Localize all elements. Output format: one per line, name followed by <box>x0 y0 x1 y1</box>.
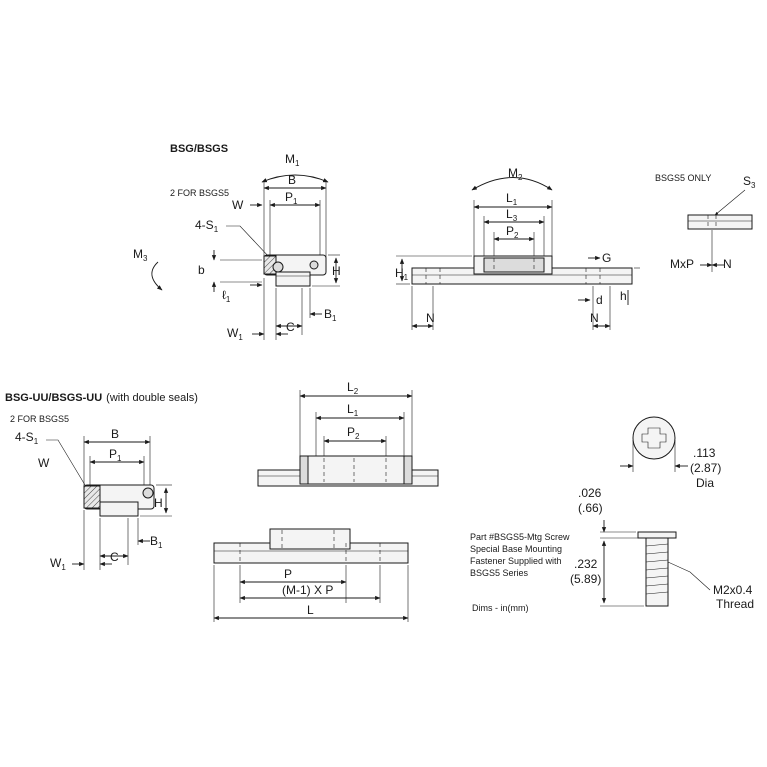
screw-part-line-3: Fastener Supplied with <box>470 556 562 566</box>
screw-len-in: .232 <box>574 557 598 571</box>
dim-b1-uu: B1 <box>150 534 163 550</box>
dim-b1: B1 <box>324 307 337 323</box>
dim-p: P <box>284 567 292 581</box>
screw-head-side <box>637 531 677 539</box>
dim-mxp: MxP <box>670 257 694 271</box>
dim-s3: S3 <box>743 174 756 190</box>
dim-p2: P2 <box>506 224 519 240</box>
screw-head-in: .026 <box>578 486 602 500</box>
dim-m1: M1 <box>285 152 300 168</box>
screw-thread-1: M2x0.4 <box>713 583 753 597</box>
dim-c-uu: C <box>110 550 119 564</box>
view-d-title: BSG-UU/BSGS-UU(with double seals) <box>5 392 198 404</box>
rail-section <box>275 271 311 287</box>
dim-w1: W1 <box>227 326 243 342</box>
view-f-rail-length: P (M-1) X P L <box>213 528 409 622</box>
dim-l1: ℓ1 <box>222 288 231 304</box>
rail-section-uu <box>99 501 139 517</box>
dim-n-left: N <box>426 311 435 325</box>
view-e-side-view: L2 L1 P2 <box>257 380 439 487</box>
dim-w-uu: W <box>38 456 50 470</box>
dim-b: B <box>288 173 296 187</box>
dim-l-total: L <box>307 603 314 617</box>
view-c-detail: BSGS5 ONLY S3 MxP N <box>655 173 756 272</box>
dim-h1: H1 <box>395 266 409 282</box>
view-a-end-view: BSG/BSGS 2 FOR BSGS5 M1 B P1 W 4-S1 M3 <box>133 143 341 342</box>
view-b-side-view: M2 L1 L3 P2 H1 G h <box>395 166 640 330</box>
screw-dia-label: Dia <box>696 476 714 490</box>
dim-c: C <box>286 320 295 334</box>
screw-head-top <box>632 416 676 460</box>
dims-note: Dims - in(mm) <box>472 603 529 613</box>
dim-l3: L3 <box>506 207 518 223</box>
dim-w1-uu: W1 <box>50 556 66 572</box>
dim-g: G <box>602 251 611 265</box>
dim-p1-uu: P1 <box>109 447 122 463</box>
screw-len-mm: (5.89) <box>570 572 601 586</box>
screw-dia-in: .113 <box>693 446 716 460</box>
screw-head-mm: (.66) <box>578 501 603 515</box>
dim-d: d <box>596 293 603 307</box>
screw-part-line-2: Special Base Mounting <box>470 544 562 554</box>
dim-b-uu: B <box>111 427 119 441</box>
dim-n-detail: N <box>723 257 732 271</box>
dim-b-lower: b <box>198 263 205 277</box>
carriage-side-uu <box>299 455 413 485</box>
view-a-title: BSG/BSGS <box>170 143 228 155</box>
screw-detail: .113 (2.87) Dia .026 (.66) .232 (5.89) M… <box>470 416 754 613</box>
label-4s1: 4-S1 <box>195 218 219 234</box>
rail-end-detail <box>687 214 753 230</box>
view-d-end-view: BSG-UU/BSGS-UU(with double seals) 2 FOR … <box>5 392 198 572</box>
carriage-on-rail <box>269 528 351 550</box>
dim-l1: L1 <box>506 191 518 207</box>
dim-p1: P1 <box>285 190 298 206</box>
view-a-note: 2 FOR BSGS5 <box>170 188 229 198</box>
dim-l1-uu: L1 <box>347 402 359 418</box>
screw-dia-mm: (2.87) <box>690 461 721 475</box>
dim-n-right: N <box>590 311 599 325</box>
view-d-note: 2 FOR BSGS5 <box>10 414 69 424</box>
dim-w: W <box>232 198 244 212</box>
dim-m2: M2 <box>508 166 523 182</box>
dim-p2-uu: P2 <box>347 425 360 441</box>
label-4s1-uu: 4-S1 <box>15 430 39 446</box>
hatched-section-uu <box>83 485 101 509</box>
dim-m3: M3 <box>133 247 148 263</box>
screw-thread-2: Thread <box>716 597 754 611</box>
screw-part-line-4: BSGS5 Series <box>470 568 529 578</box>
dim-h-uu: H <box>154 496 163 510</box>
dim-l2: L2 <box>347 380 359 396</box>
screw-part-line-1: Part #BSGS5-Mtg Screw <box>470 532 570 542</box>
dim-h-small: h <box>620 289 627 303</box>
dim-h: H <box>332 264 341 278</box>
view-c-note: BSGS5 ONLY <box>655 173 711 183</box>
dim-m1xp: (M-1) X P <box>282 583 333 597</box>
screw-shank <box>645 537 669 607</box>
